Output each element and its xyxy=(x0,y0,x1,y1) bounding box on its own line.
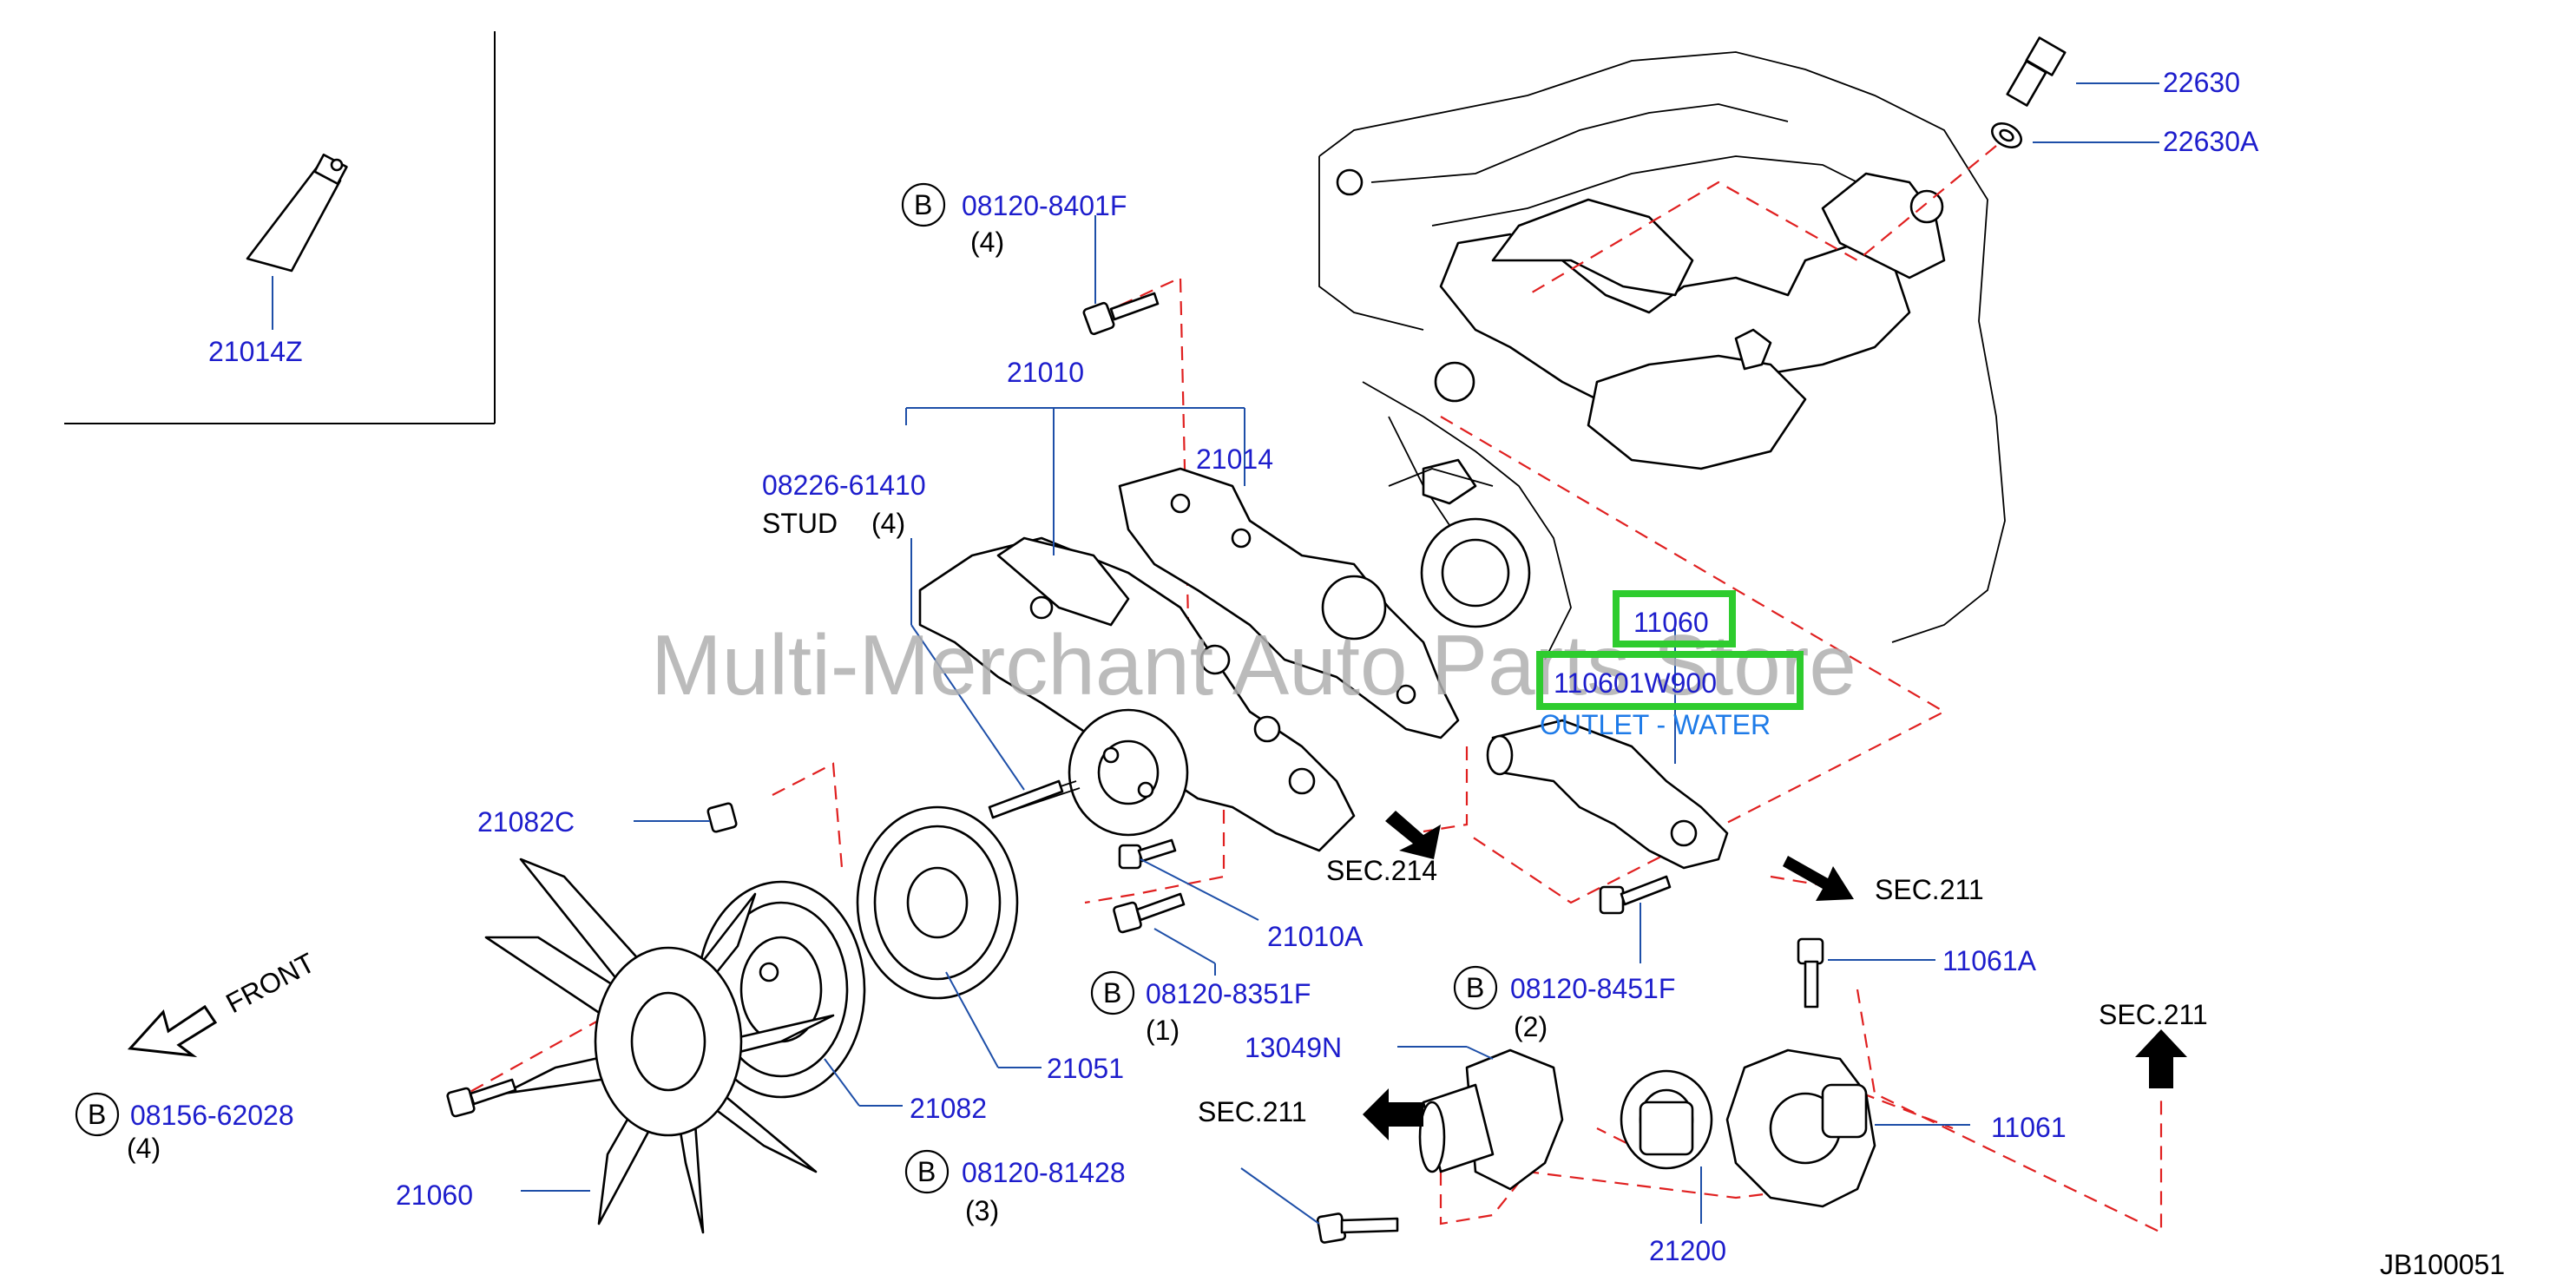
nut-21082C-icon xyxy=(706,802,738,833)
engine-block-illustration xyxy=(1318,51,2006,660)
sec214-label[interactable]: SEC.214 xyxy=(1326,855,1437,886)
part-label-08156-62028[interactable]: 08156-62028 xyxy=(130,1100,294,1131)
part-label-08120-8351F[interactable]: 08120-8351F xyxy=(1146,978,1311,1009)
part-label-21082[interactable]: 21082 xyxy=(910,1093,987,1124)
front-arrow-icon xyxy=(127,1004,218,1058)
stud-08226-61410-icon xyxy=(988,779,1064,819)
part-label-21200[interactable]: 21200 xyxy=(1649,1235,1726,1266)
part-label-21010A[interactable]: 21010A xyxy=(1267,921,1364,952)
part-label-08120-81428[interactable]: 08120-81428 xyxy=(962,1157,1126,1188)
gasket-illustration xyxy=(1118,467,1460,739)
bolt-badge-letter: B xyxy=(1103,977,1121,1009)
part-label-21060[interactable]: 21060 xyxy=(396,1180,473,1211)
diagram-id: JB100051 xyxy=(2380,1249,2505,1280)
bolt-badge-letter: B xyxy=(914,189,932,220)
leader-lines xyxy=(521,215,1970,1225)
bolt-08120-81428-icon xyxy=(1316,1212,1399,1244)
bolt-badge-08120-8351F: B xyxy=(1090,970,1135,1015)
highlight-box-11060 xyxy=(1613,590,1736,647)
part-label-11061[interactable]: 11061 xyxy=(1991,1112,2067,1143)
water-outlet-illustration xyxy=(1486,719,1729,870)
bolt-badge-08120-81428: B xyxy=(904,1149,950,1194)
bolt-08156-62028-icon xyxy=(446,1078,517,1118)
stud-label: STUD xyxy=(762,508,838,539)
sec211-arrow-right-icon xyxy=(1783,856,1854,901)
part-label-13049N[interactable]: 13049N xyxy=(1245,1032,1342,1063)
bolt-badge-letter: B xyxy=(917,1156,936,1187)
part-label-110601W900[interactable]: 110601W900 xyxy=(1554,667,1717,699)
bolt-08120-8351F-icon xyxy=(1113,892,1186,934)
inset-box xyxy=(64,31,496,424)
sec211-label-left[interactable]: SEC.211 xyxy=(1198,1096,1307,1127)
bolt-badge-letter: B xyxy=(1466,972,1484,1003)
watermark-text: Multi-Merchant Auto Parts Store xyxy=(651,617,1856,713)
qty-08120-81428: (3) xyxy=(965,1195,999,1226)
sec211-label-right[interactable]: SEC.211 xyxy=(1875,874,1984,905)
part-label-11060[interactable]: 11060 xyxy=(1633,607,1709,638)
sec211-arrow-left-icon xyxy=(1363,1088,1423,1140)
part-label-21082C[interactable]: 21082C xyxy=(477,806,575,838)
water-pump-pulley-illustration xyxy=(856,805,1019,1000)
bolt-08120-8401F-icon xyxy=(1082,292,1160,336)
part-label-21051[interactable]: 21051 xyxy=(1047,1053,1124,1084)
part-label-21014[interactable]: 21014 xyxy=(1196,444,1273,475)
sec211-label-up[interactable]: SEC.211 xyxy=(2099,999,2208,1030)
qty-08226-61410: (4) xyxy=(871,508,905,539)
outlet-water-label: OUTLET - WATER xyxy=(1540,709,1771,740)
water-inlet-11061-illustration xyxy=(1725,1048,1876,1208)
sec214-arrow-icon xyxy=(1385,811,1441,859)
water-pump-bracket-illustration xyxy=(918,536,1356,852)
bolt-21010A-icon xyxy=(1118,838,1177,870)
sec211-arrow-up-icon xyxy=(2135,1029,2187,1088)
bolt-11061A-icon xyxy=(1797,937,1824,1009)
sealant-tube-icon xyxy=(246,153,348,330)
part-label-11061A[interactable]: 11061A xyxy=(1942,945,2037,976)
part-label-08226-61410[interactable]: 08226-61410 xyxy=(762,470,926,501)
qty-08120-8351F: (1) xyxy=(1146,1015,1180,1046)
thermostat-21200-illustration xyxy=(1620,1069,1713,1170)
bolt-badge-letter: B xyxy=(88,1099,106,1130)
part-label-21010[interactable]: 21010 xyxy=(1007,357,1084,388)
front-label: FRONT xyxy=(220,947,319,1020)
temperature-sensor-icon xyxy=(1990,36,2067,149)
part-label-22630[interactable]: 22630 xyxy=(2163,67,2240,98)
cooling-fan-illustration xyxy=(484,858,835,1234)
bolt-08120-8451F-icon xyxy=(1599,875,1672,915)
part-label-21014Z[interactable]: 21014Z xyxy=(208,336,303,367)
part-label-22630A[interactable]: 22630A xyxy=(2163,126,2259,157)
qty-08156-62028: (4) xyxy=(127,1133,161,1164)
bolt-badge-08120-8401F: B xyxy=(901,182,946,227)
qty-08120-8401F: (4) xyxy=(970,227,1004,258)
water-pump-illustration xyxy=(997,708,1189,837)
part-label-08120-8451F[interactable]: 08120-8451F xyxy=(1510,973,1675,1004)
qty-08120-8451F: (2) xyxy=(1514,1011,1548,1042)
bolt-badge-08120-8451F: B xyxy=(1453,965,1498,1010)
highlight-box-110601W900 xyxy=(1536,651,1804,710)
water-inlet-13049N-illustration xyxy=(1418,1048,1564,1191)
part-label-08120-8401F[interactable]: 08120-8401F xyxy=(962,190,1127,221)
bolt-badge-08156-62028: B xyxy=(75,1092,120,1137)
